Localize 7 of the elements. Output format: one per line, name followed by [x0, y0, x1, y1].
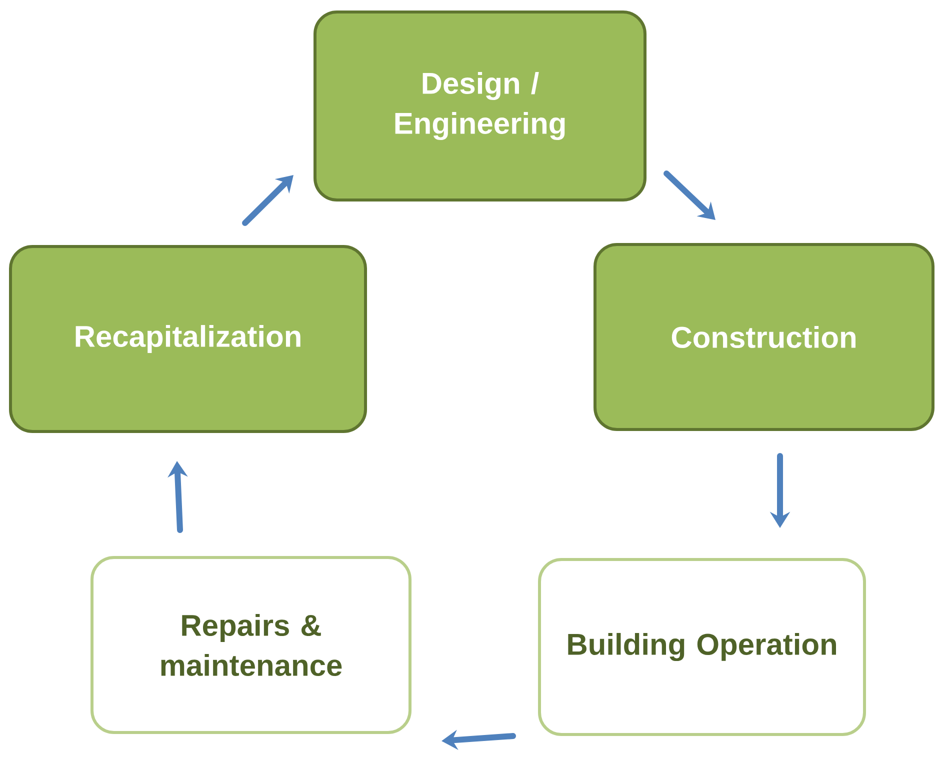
arrow — [242, 175, 294, 226]
process-box: Recapitalization — [9, 245, 367, 433]
process-box: Construction — [594, 243, 935, 431]
arrow — [664, 170, 716, 220]
process-box: Repairs & maintenance — [90, 556, 412, 734]
process-box: Design / Engineering — [314, 10, 646, 202]
process-box: Building Operation — [538, 558, 866, 736]
